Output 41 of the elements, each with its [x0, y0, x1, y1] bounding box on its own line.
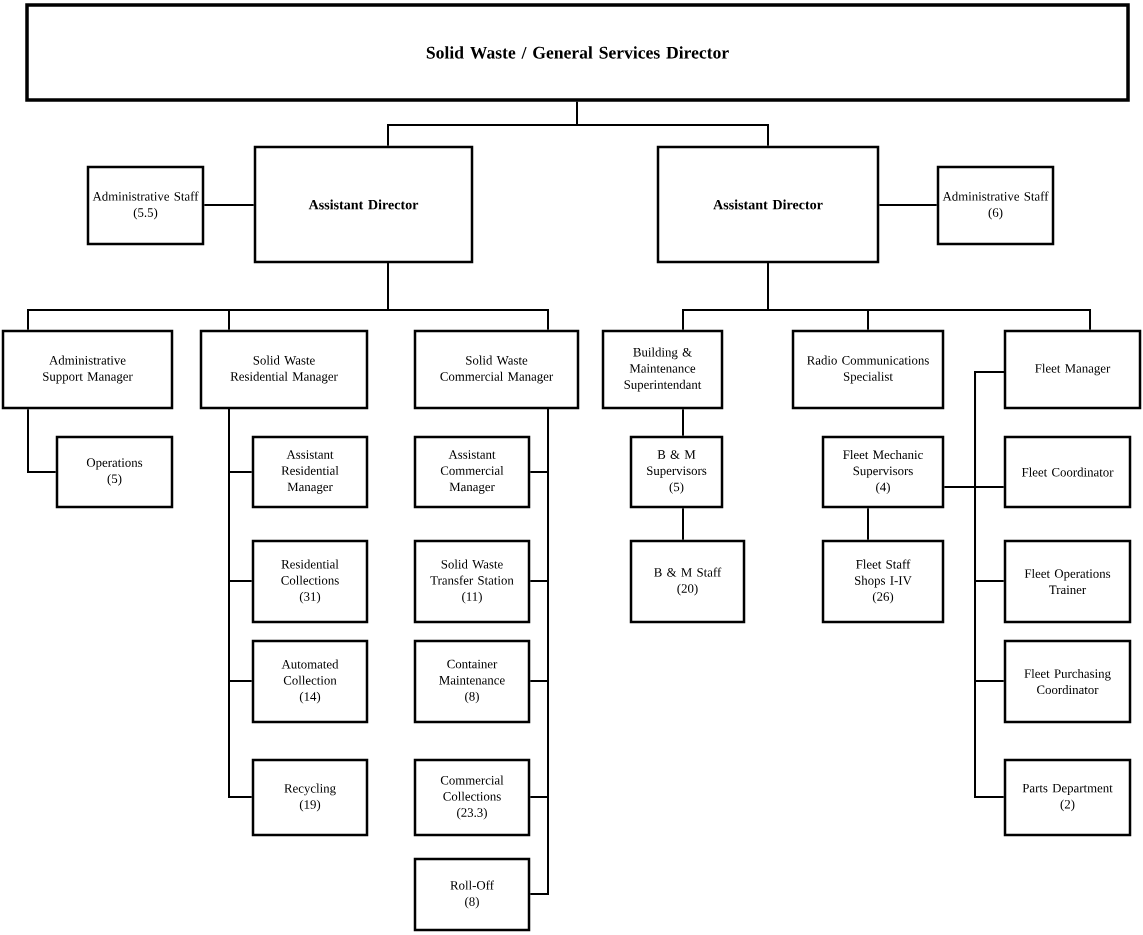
connector-line: [576, 100, 769, 147]
position-box: Solid Waste Residential Manager: [199, 329, 369, 410]
position-box: B & M Staff (20): [629, 539, 746, 624]
position-box: Fleet Operations Trainer: [1003, 539, 1132, 624]
connector-line: [682, 507, 684, 541]
connector-line: [878, 204, 938, 206]
position-box: Radio Communications Specialist: [791, 329, 945, 410]
position-box: Assistant Director: [253, 145, 474, 264]
connector-line: [203, 204, 255, 206]
position-box: Fleet Manager: [1003, 329, 1142, 410]
connector-line: [682, 408, 684, 437]
position-box: Solid Waste Commercial Manager: [413, 329, 580, 410]
position-box: Solid Waste Transfer Station (11): [413, 539, 531, 624]
connector-line: [767, 262, 1091, 331]
position-box: Container Maintenance (8): [413, 639, 531, 724]
connector-line: [27, 408, 57, 473]
position-box: Fleet Staff Shops I-IV (26): [821, 539, 945, 624]
position-box: Recycling (19): [251, 758, 369, 837]
position-box: Residential Collections (31): [251, 539, 369, 624]
title-box: Solid Waste / General Services Director: [25, 3, 1130, 102]
position-box: Fleet Coordinator: [1003, 435, 1132, 509]
position-box: Assistant Commercial Manager: [413, 435, 531, 509]
position-box: Automated Collection (14): [251, 639, 369, 724]
position-box: Fleet Purchasing Coordinator: [1003, 639, 1132, 724]
position-box: Parts Department (2): [1003, 758, 1132, 837]
connector-line: [529, 408, 549, 895]
position-box: Administrative Staff (5.5): [86, 165, 205, 246]
connector-line: [867, 507, 869, 541]
connector-line: [228, 408, 253, 798]
position-box: B & M Supervisors (5): [629, 435, 724, 509]
position-box: Administrative Support Manager: [1, 329, 174, 410]
position-box: Roll-Off (8): [413, 857, 531, 932]
connector-line: [387, 262, 549, 331]
position-box: Commercial Collections (23.3): [413, 758, 531, 837]
position-box: Fleet Mechanic Supervisors (4): [821, 435, 945, 509]
position-box: Assistant Director: [656, 145, 880, 264]
position-box: Administrative Staff (6): [936, 165, 1055, 246]
position-box: Building & Maintenance Superintendant: [601, 329, 724, 410]
position-box: Assistant Residential Manager: [251, 435, 369, 509]
position-box: Operations (5): [55, 435, 174, 509]
connector-line: [974, 371, 1005, 798]
